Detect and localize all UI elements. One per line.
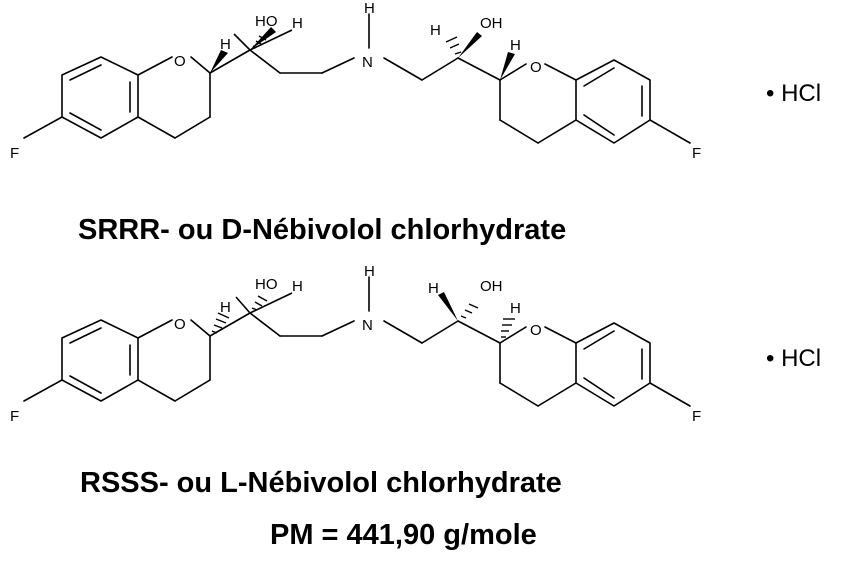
atom-h-amine: H [364, 0, 375, 17]
atom-h-left-carbinol: H [292, 15, 303, 32]
atom-h-amine: H [364, 263, 375, 280]
atom-oh: OH [480, 278, 503, 295]
atom-n: N [362, 54, 373, 71]
atom-o-left: O [174, 53, 186, 70]
atom-f-left: F [10, 145, 19, 162]
atom-h-right-c2: H [510, 37, 521, 54]
atom-h-left-c2: H [220, 36, 231, 53]
salt-label: • HCl [766, 80, 821, 107]
molar-mass-label: PM = 441,90 g/mole [270, 519, 537, 551]
stereo-bonds [210, 27, 515, 80]
atom-h-left-c2: H [220, 299, 231, 316]
atom-oh: OH [480, 15, 503, 32]
caption-srrr: SRRR- ou D-Nébivolol chlorhydrate [78, 214, 567, 246]
stereo-bonds [211, 292, 515, 338]
atom-o-right: O [530, 322, 542, 339]
atom-f-right: F [692, 145, 701, 162]
atom-o-right: O [530, 59, 542, 76]
atom-n: N [362, 317, 373, 334]
atom-h-right-carbinol: H [428, 280, 439, 297]
atom-f-right: F [692, 408, 701, 425]
molecule-srrr: F O H HO H H N H OH H O F • HCl [10, 0, 821, 162]
atom-h-right-c2: H [510, 300, 521, 317]
atom-labels: F O H HO H H N H OH H O F [10, 263, 701, 425]
salt-label: • HCl [766, 345, 821, 372]
atom-ho: HO [255, 13, 278, 30]
atom-o-left: O [174, 316, 186, 333]
atom-h-left-carbinol: H [292, 278, 303, 295]
atom-ho: HO [255, 276, 278, 293]
molecule-rsss: F O H HO H H N H OH H O F • HCl [10, 263, 821, 425]
atom-h-right-carbinol: H [430, 22, 441, 39]
atom-labels: F O H HO H H N H OH H O F [10, 0, 701, 162]
atom-f-left: F [10, 408, 19, 425]
caption-rsss: RSSS- ou L-Nébivolol chlorhydrate [80, 467, 562, 499]
